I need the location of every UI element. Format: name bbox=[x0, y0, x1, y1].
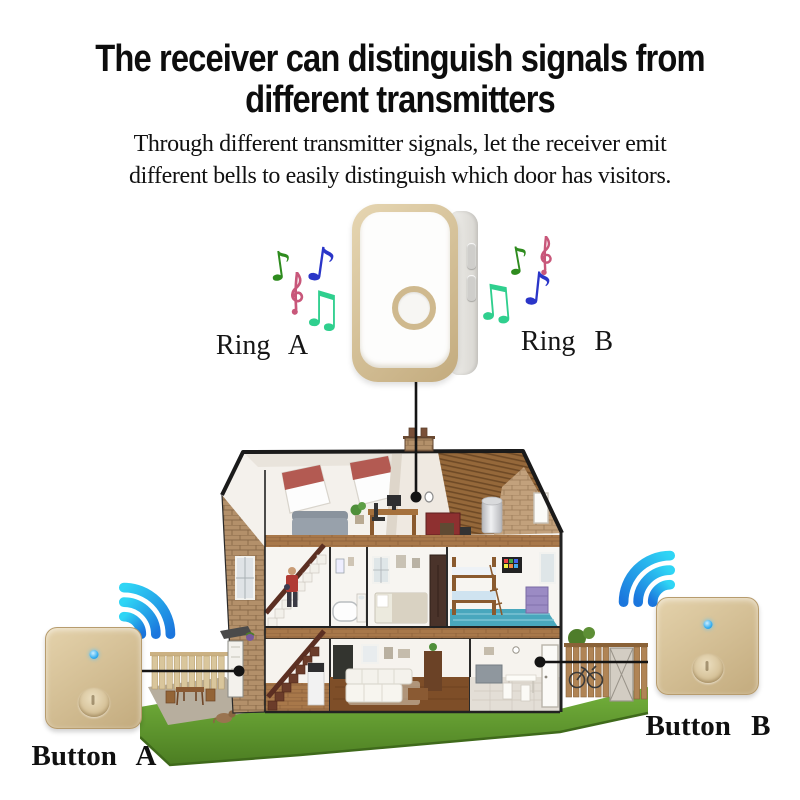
receiver-side-button bbox=[467, 275, 476, 301]
subtitle-line-2: different bells to easily distinguish wh… bbox=[128, 163, 672, 189]
patio-table bbox=[165, 687, 216, 706]
treble-clef-svg bbox=[291, 272, 304, 315]
person bbox=[284, 567, 298, 607]
transmitter-button-b-device bbox=[656, 597, 759, 695]
subtitle-line-1: Through different transmitter signals, l… bbox=[133, 131, 667, 157]
page-subtitle: Through different transmitter signals, l… bbox=[0, 128, 800, 192]
led-indicator bbox=[703, 620, 712, 629]
treble-clef-icon bbox=[537, 236, 555, 278]
bathroom bbox=[332, 557, 367, 623]
receiver-gold-frame bbox=[352, 204, 458, 382]
title-line-2: different transmitters bbox=[245, 79, 556, 122]
led-indicator bbox=[89, 650, 98, 659]
staircase-upper bbox=[264, 543, 327, 628]
bicycle bbox=[568, 665, 604, 689]
button-b-label: Button B bbox=[645, 710, 771, 742]
house-outline bbox=[220, 427, 564, 714]
ground-floor-rooms bbox=[265, 629, 560, 712]
treble-clef-svg bbox=[540, 236, 552, 276]
transmitter-button-a-device bbox=[45, 627, 142, 729]
living-room bbox=[330, 643, 470, 712]
middle-floor-rooms bbox=[264, 543, 560, 628]
receiver-device bbox=[352, 204, 478, 382]
kitchen bbox=[470, 644, 560, 712]
wifi-signal-icon-left bbox=[118, 582, 176, 640]
page-title: The receiver can distinguish signals fro… bbox=[56, 39, 744, 121]
beamed-notes-icon: ♫ bbox=[300, 281, 344, 338]
treble-clef-icon bbox=[287, 272, 307, 318]
doorbell-press-button bbox=[78, 688, 109, 717]
wifi-signal-icon-right bbox=[618, 550, 676, 608]
receiver-center-button bbox=[392, 286, 436, 330]
kids-room bbox=[450, 552, 558, 627]
floor-slab bbox=[265, 627, 560, 639]
beamed-notes-icon: ♫ bbox=[470, 272, 520, 333]
right-yard bbox=[564, 627, 648, 702]
ring-a-label: Ring A bbox=[215, 330, 309, 361]
bedroom bbox=[372, 554, 448, 628]
receiver-side-button bbox=[467, 243, 476, 269]
ring-b-label: Ring B bbox=[520, 326, 614, 357]
doorbell-press-button bbox=[692, 654, 723, 683]
attic-floor-rooms bbox=[222, 451, 562, 547]
title-line-1: The receiver can distinguish signals fro… bbox=[95, 38, 705, 81]
left-yard bbox=[148, 652, 258, 725]
house-cutaway-illustration bbox=[140, 427, 649, 767]
eighth-note-icon: ♪ bbox=[520, 260, 556, 318]
receiver-face bbox=[360, 212, 450, 368]
button-a-label: Button A bbox=[31, 740, 157, 772]
